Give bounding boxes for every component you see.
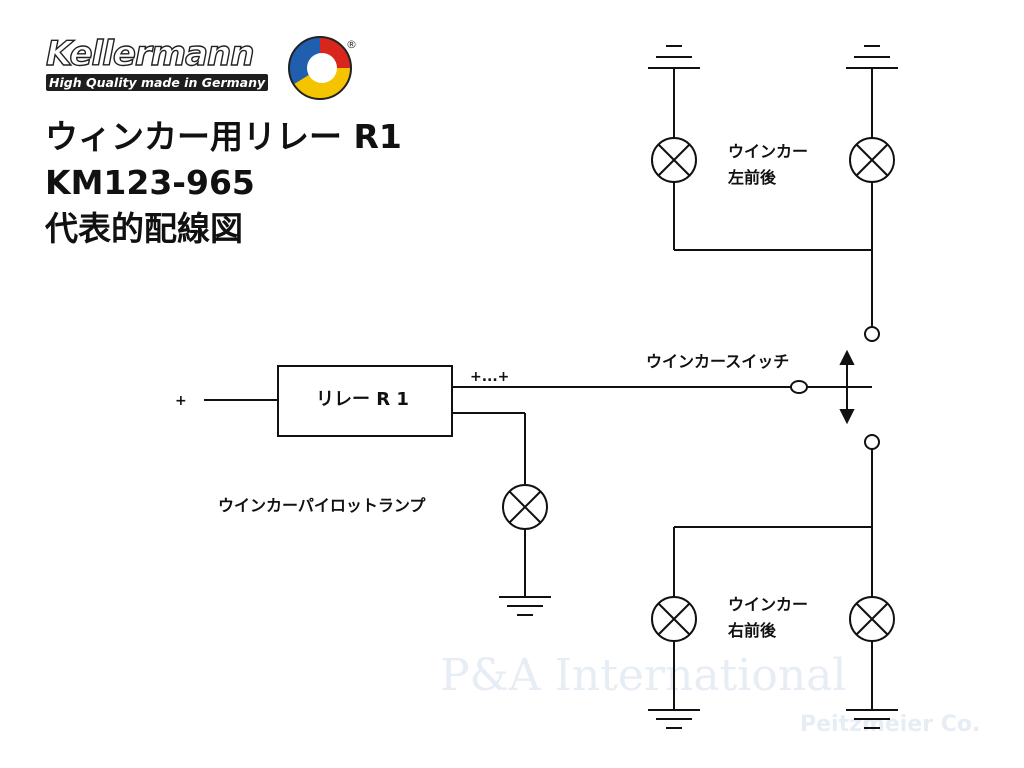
pilot-lamp [502, 484, 548, 530]
logo-tagline: High Quality made in Germany [46, 74, 269, 91]
left-lamps-label-1: ウインカー [728, 142, 809, 161]
right-lamps-label-1: ウインカー [728, 595, 809, 614]
relay-output-label: +...+ [470, 369, 510, 385]
switch-contact-common [790, 380, 808, 394]
switch-arrow-icon [839, 349, 855, 425]
lamp-upper-left [651, 137, 697, 183]
left-lamps-label-2: 左前後 [728, 168, 777, 187]
title-line-1: ウィンカー用リレー R1 [45, 117, 402, 156]
supply-plus-label: + [175, 393, 187, 409]
relay-box [277, 365, 453, 437]
lamp-lower-left [651, 596, 697, 642]
relay-label: リレー R 1 [316, 389, 409, 410]
right-lamps-label-2: 右前後 [728, 621, 777, 640]
pilot-lamp-label: ウインカーパイロットランプ [218, 496, 426, 515]
ground-symbol-lower-left [648, 709, 700, 729]
ground-symbol-upper-left [648, 45, 700, 69]
title-line-3: 代表的配線図 [45, 209, 243, 248]
switch-contact-lower [864, 434, 880, 450]
switch-contact-upper [864, 326, 880, 342]
title-line-2: KM123-965 [45, 163, 255, 202]
registered-mark: ® [346, 38, 357, 51]
lamp-lower-right [849, 596, 895, 642]
ground-symbol-pilot [499, 596, 551, 616]
logo-brand: Kellermann [45, 33, 255, 74]
lamp-upper-right [849, 137, 895, 183]
logo-mark-icon [288, 36, 352, 100]
switch-label: ウインカースイッチ [646, 352, 790, 371]
kellermann-logo: Kellermann High Quality made in Germany … [45, 33, 366, 106]
ground-symbol-upper-right [846, 45, 898, 69]
page-title: ウィンカー用リレー R1 KM123-965 代表的配線図 [45, 114, 402, 252]
watermark-line-2: Peitzmeier Co. [800, 712, 981, 737]
ground-symbol-lower-right [846, 709, 898, 729]
watermark-line-1: P&A International [440, 650, 847, 701]
